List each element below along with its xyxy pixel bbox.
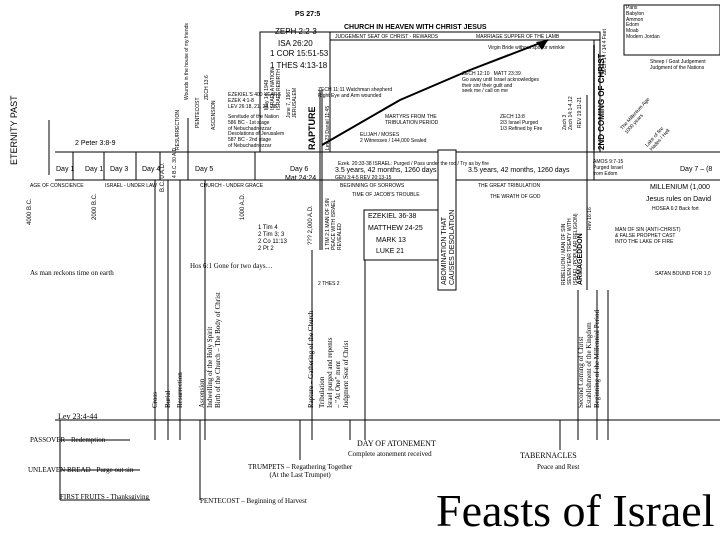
zech-13-6-vertical: ZECH 13:6 (204, 75, 210, 100)
elijah-label: ELIJAH / MOSES 2 Witnesses / 144,000 Sea… (360, 132, 427, 144)
zeph-ref: ZEPH 2:2-3 (275, 27, 317, 36)
ezekiel-years-note: EZEKIEL'S 400 YEARS EZEK 4:1-8 LEV 26:18… (228, 92, 281, 110)
pentecost-feast: PENTECOST – Beginning of Harvest (200, 497, 307, 505)
resurrection-feast-vertical: Resurrection (176, 372, 184, 408)
judgement-seat-label: JUDGEMENT SEAT OF CHRIST - REWARDS (335, 34, 439, 40)
bride-label: Virgin Bride without spot or wrinkle (488, 45, 565, 51)
man-reckons-note: As man reckons time on earth (30, 269, 114, 277)
zech-13-8-note: ZECH 13:8 2/3 Israel Purged 1/3 Refined … (500, 114, 543, 132)
marriage-supper-label: MARRIAGE SUPPER OF THE LAMB (476, 34, 560, 40)
eternity-past-label: ETERNITY PAST (9, 95, 19, 165)
ascension-feast-vertical: Ascension Indwelling of the Holy Spirit … (198, 292, 223, 408)
second-coming-feast-vertical: Second Coming of Christ Establishment of… (577, 310, 602, 408)
ezek-purged-label: Ezek. 20:33-38 ISRAEL: Purged / Pass und… (338, 161, 489, 167)
zech-3-vertical: Zech 3 Zech 14:1-4,12 (562, 96, 574, 130)
zech-11-note: ZECH 11:11 Watchman shepherd Right Eye a… (318, 87, 393, 99)
man-of-sin-note: MAN OF SIN (ANTI-CHRIST) & FALSE PROPHET… (615, 227, 681, 245)
page-title: Feasts of Israel (436, 485, 715, 536)
day-3-label: Day 3 (110, 166, 129, 173)
millenium-label: MILLENIUM (1,000 (650, 184, 710, 191)
jacob-trouble-label: TIME OF JACOB'S TROUBLE (352, 192, 420, 198)
year-1000ad: 1000 A.D. (240, 193, 246, 220)
amos-note: AMOS 9:7-15 Purged Israel from Edom (593, 159, 624, 177)
isa-ref: ISA 26:20 (278, 39, 313, 48)
rapture-feast-vertical: Rapture – Gathering of the Church (307, 310, 315, 408)
jesus-rules-label: Jesus rules on David (646, 196, 711, 203)
israel-nation-vertical: May 14, 1948 ISRAEL A NATION ISRAEL REBI… (264, 68, 282, 110)
year-2000ad: ??? 2,000 A.D. (308, 205, 314, 245)
unleavened-feast: UNLEAVEN BREAD - Purge out sin (28, 466, 134, 474)
day-1-label: Day 1 (56, 166, 75, 173)
wrath-label: THE WRATH OF GOD (490, 194, 541, 200)
hosea-ref: HOSEA 6:2 Back fort (652, 206, 699, 212)
sheep-goat-label: Sheep / Goat Judgement Judgment of the N… (650, 59, 706, 71)
tribulation-first: 3.5 years, 42 months, 1260 days (335, 167, 437, 174)
wounds-vertical: Wounds in the house of my friends (184, 23, 190, 100)
rebellion-note: REBELLION / MAN OF SIN SEVEN YEAR TREATY… (561, 213, 579, 286)
day-6-label: Day 6 (290, 166, 309, 173)
israel-law-label: ISRAEL - UNDER LAW (105, 183, 157, 189)
martyrs-label: MARTYRS FROM THE TRIBULATION PERIOD (385, 114, 439, 126)
mat-24-ref: Mat 24:24 (285, 175, 317, 182)
servitude-note: Servitude of the Nation 586 BC - 1st sta… (228, 114, 285, 149)
zech-14-vertical: ZECH 14 / 14:4 Feet (602, 29, 608, 75)
hosea-gone-note: Hos 6:1 Gone for two days… (190, 262, 273, 270)
lev-23-ref: Lev 23:4-44 (58, 412, 98, 421)
heaven-vertical: Lev 23 Daniel 11:45 (325, 105, 331, 150)
atonement-subtitle: Complete atonement received (348, 450, 432, 458)
luke-box: LUKE 21 (376, 248, 405, 255)
rev-19-vertical: REV 19:11-21 (577, 96, 583, 128)
day-5-label: Day 5 (195, 166, 214, 173)
abomination-label: ABOMINATION THAT CAUSES DESOLATION (441, 209, 457, 285)
beginning-sorrows-label: BEGINNING OF SORROWS (340, 183, 405, 189)
ascension-vertical: ASCENSION (211, 100, 217, 130)
cor-ref: 1 COR 15:51-53 (270, 49, 329, 58)
matthew-box: MATTHEW 24-25 (368, 225, 423, 232)
year-4000bc: 4000 B.C. (27, 198, 33, 225)
thes-2-label: 2 THES 2 (318, 281, 340, 287)
age-conscience-label: AGE OF CONSCIENCE (30, 183, 84, 189)
resurrection-vertical: RESURRECTION (175, 109, 181, 150)
psalm-ref: PS 27:5 (295, 11, 321, 18)
tribulation-feast-vertical: Tribulation Israel purged and repents – … (318, 337, 351, 408)
year-2000bc: 2000 B.C. (92, 193, 98, 220)
trumpets-feast: TRUMPETS – Regathering Together (At the … (248, 463, 353, 480)
atonement-feast: DAY OF ATONEMENT (357, 439, 436, 448)
jerusalem-vertical: June 7, 1967 JERUSALEM (286, 87, 298, 118)
satan-bound-label: SATAN BOUND FOR 1,0 (655, 271, 711, 277)
ezekiel-box: EZEKIEL 36-38 (368, 213, 417, 220)
day-7-label: Day 7 – (8 (680, 166, 713, 173)
rev-16-label: Rev 16:16 (587, 207, 593, 230)
great-tribulation-label: THE GREAT TRIBULATION (478, 183, 541, 189)
firstfruits-feast: FIRST FRUITS - Thanksgiving (60, 493, 150, 501)
tabernacles-subtitle: Peace and Rest (537, 463, 580, 471)
church-grace-label: CHURCH - UNDER GRACE (200, 183, 264, 189)
burial-vertical: Burial (164, 390, 172, 409)
cross-vertical: Cross (151, 392, 159, 408)
bc-ad-label: B.C. 0 A.D. (160, 162, 166, 192)
tim-refs: 1 Tim 4 2 Tim 3; 3 2 Co 11:13 2 Pt 2 (258, 225, 287, 252)
man-of-sin-vertical: 1 TIM 2:1 MAN OF SIN PEACE WITH ISRAEL R… (325, 198, 343, 250)
day-2-label: Day 1 (85, 166, 104, 173)
nations-list: Paris Babylon Ammon Edom Moab Modern Jor… (626, 5, 660, 40)
tribulation-first-ref: GEN 3:4-5 REV 20:13-15 (335, 175, 392, 181)
pentecost-vertical: PENTECOST (195, 97, 201, 128)
rapture-vertical: RAPTURE (307, 106, 317, 150)
tabernacles-feast: TABERNACLES (520, 451, 577, 460)
tribulation-second: 3.5 years, 42 months, 1260 days (468, 167, 570, 174)
church-heaven-label: CHURCH IN HEAVEN WITH CHRIST JESUS (344, 24, 487, 31)
day-4-label: Day 4 (142, 166, 161, 173)
late-bc-label: 4 B.C. 30 A.D. (172, 146, 178, 178)
mark-box: MARK 13 (376, 237, 406, 244)
peter-ref: 2 Peter 3:8-9 (75, 140, 116, 147)
zech-12-10-note: ZECH 12:10 MATT 23:39 Go away until Isra… (462, 71, 539, 95)
thes-ref: 1 THES 4:13-18 (270, 61, 328, 70)
passover-feast: PASSOVER - Redemption (30, 436, 106, 444)
